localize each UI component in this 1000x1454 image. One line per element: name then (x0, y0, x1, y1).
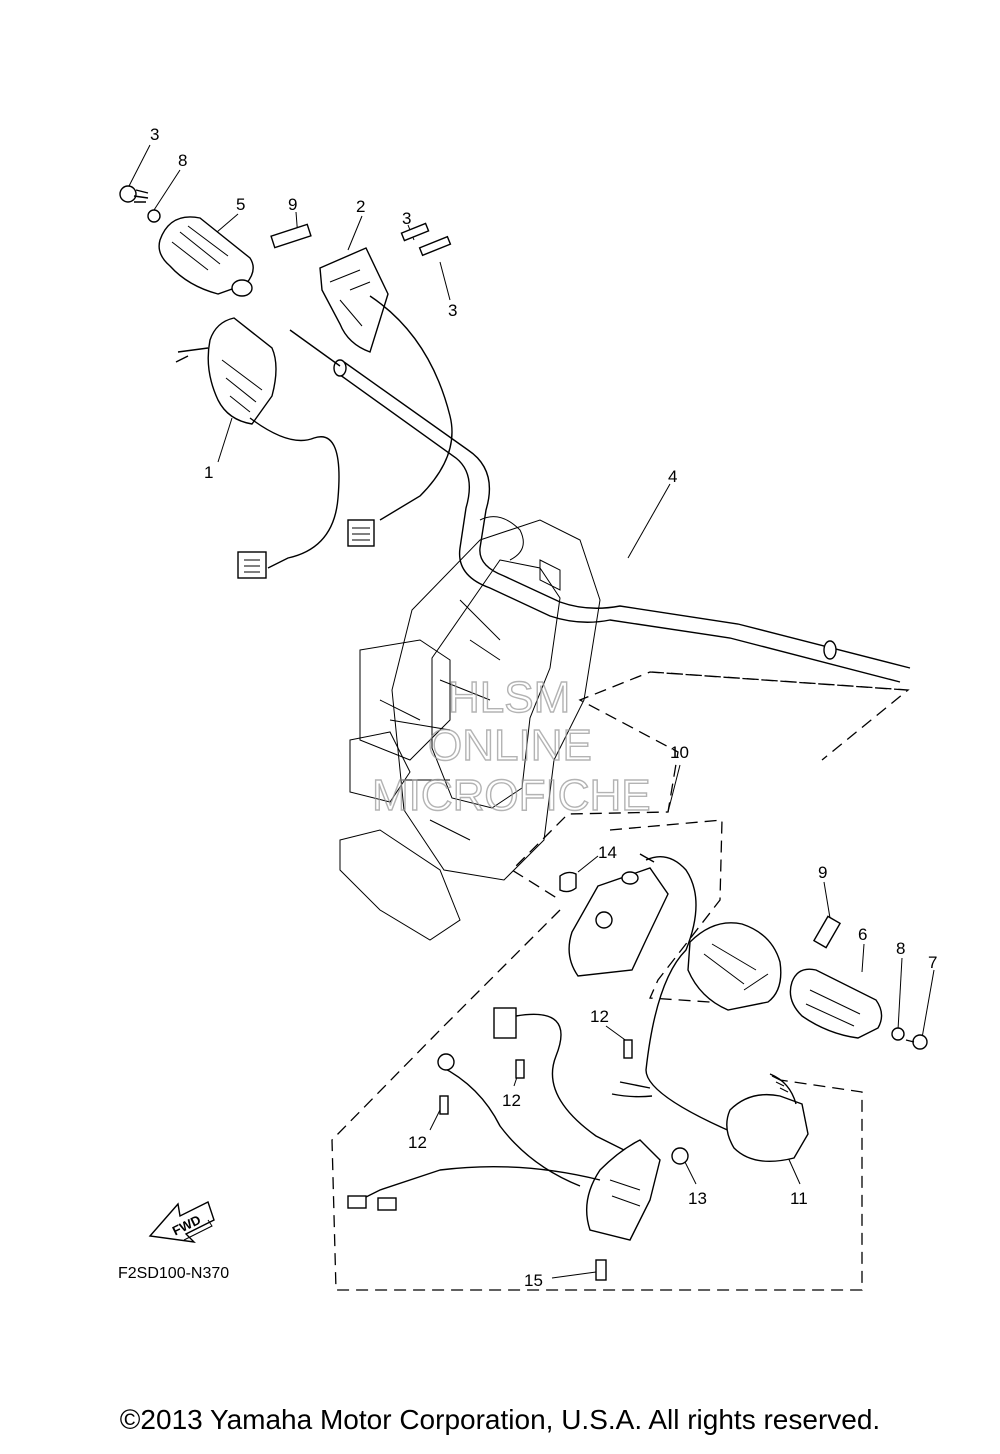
svg-text:HLSM: HLSM (448, 673, 570, 722)
assembly-boundary-10 (331, 671, 910, 1291)
callout-7-right: 7 (928, 953, 937, 972)
callout-4: 4 (668, 467, 677, 486)
drawing-code: F2SD100-N370 (118, 1265, 229, 1282)
leader-lines (127, 144, 935, 1279)
callout-5: 5 (236, 195, 245, 214)
callout-1: 1 (204, 463, 213, 482)
wiring-harness-assembly (347, 1007, 689, 1281)
callout-8-right: 8 (896, 939, 905, 958)
callout-12-left: 12 (408, 1133, 427, 1152)
callout-9-left: 9 (288, 195, 297, 214)
lanyard-cord (726, 1073, 809, 1163)
callout-numbers: 3 8 5 9 2 3 3 1 4 10 14 9 6 8 7 12 12 12… (150, 125, 937, 1290)
svg-text:MICROFICHE: MICROFICHE (372, 771, 651, 820)
copyright-notice: ©2013 Yamaha Motor Corporation, U.S.A. A… (119, 1404, 881, 1435)
callout-11: 11 (790, 1189, 808, 1208)
switch-housing-assembly (270, 222, 453, 547)
callout-3-bottom: 3 (448, 301, 457, 320)
callout-2: 2 (356, 197, 365, 216)
callout-6: 6 (858, 925, 867, 944)
fwd-direction-arrow: FWD (148, 1201, 215, 1243)
callout-7-left: 3 (150, 125, 159, 144)
handlebar (289, 329, 911, 683)
left-grip-assembly (119, 185, 254, 297)
svg-text:ONLINE: ONLINE (428, 721, 592, 770)
callout-10: 10 (670, 743, 689, 762)
callout-14: 14 (598, 843, 617, 862)
callout-12-mid: 12 (502, 1091, 521, 1110)
left-switch-assembly (175, 317, 340, 579)
right-grip-assembly (687, 915, 928, 1050)
callout-9-right: 9 (818, 863, 827, 882)
watermark: HLSM ONLINE MICROFICHE (371, 672, 651, 820)
callout-15: 15 (524, 1271, 543, 1290)
callout-8-left: 8 (178, 151, 187, 170)
switch-plate-assembly (559, 853, 777, 1151)
callout-12-right: 12 (590, 1007, 609, 1026)
callout-13: 13 (688, 1189, 707, 1208)
steering-column (339, 516, 601, 941)
callout-3-top: 3 (402, 209, 411, 228)
